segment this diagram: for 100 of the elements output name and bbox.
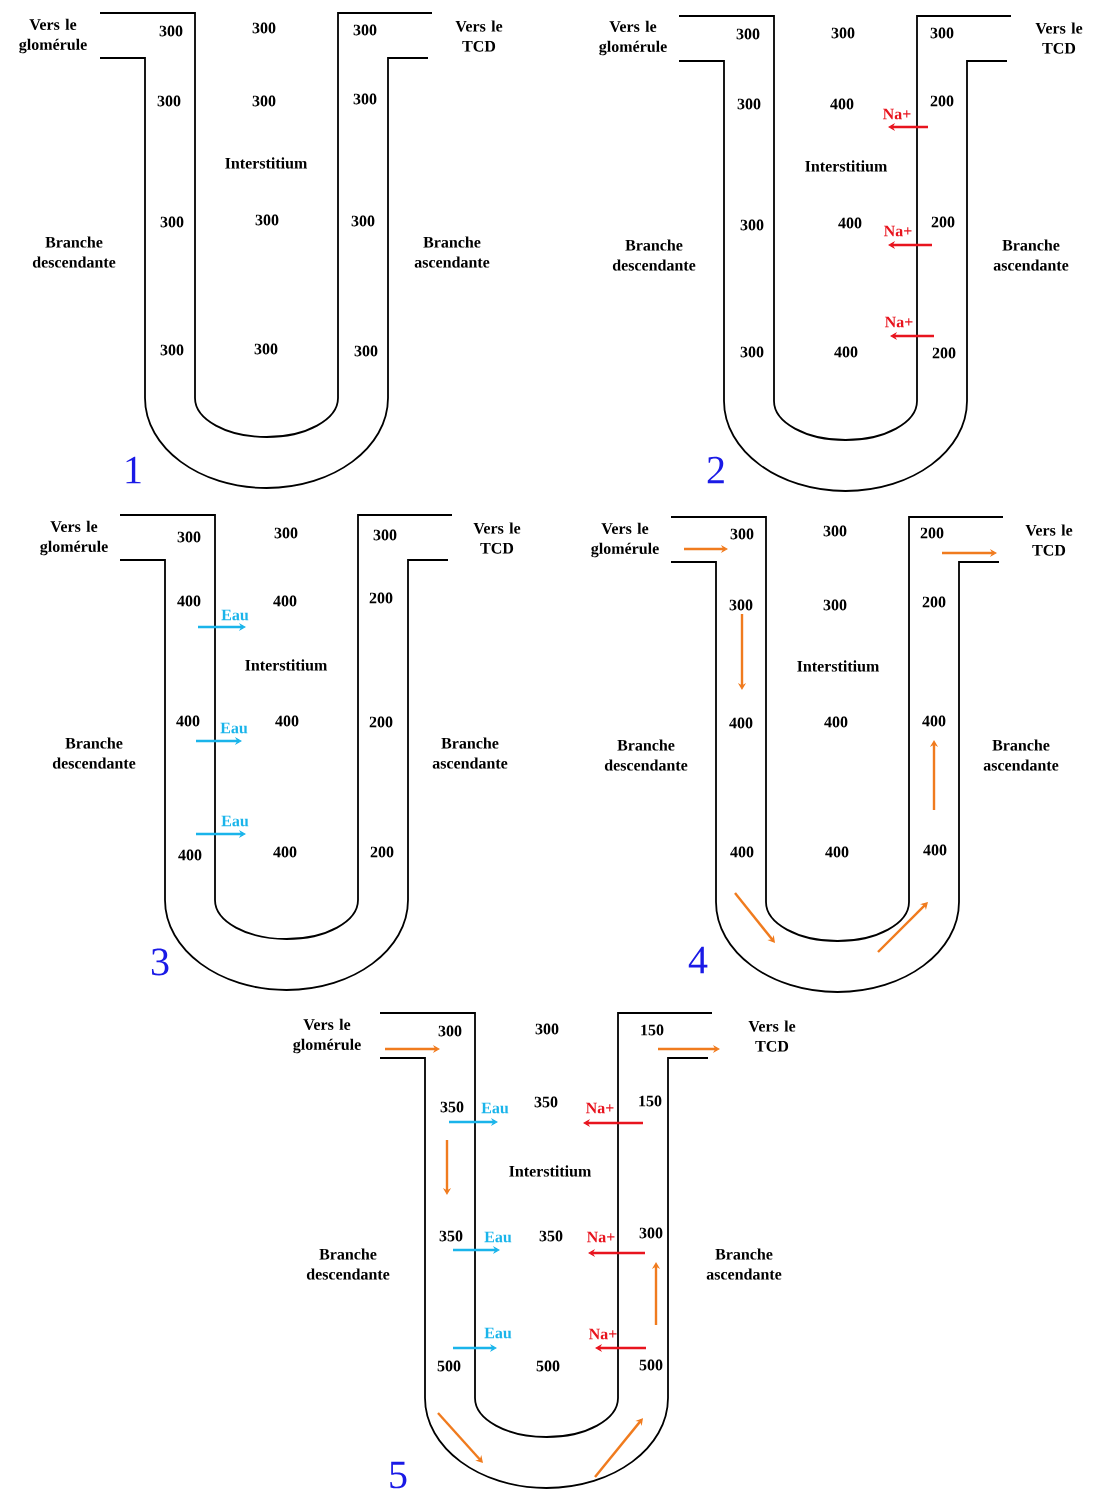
osmolarity-value: 400 <box>730 846 754 858</box>
osmolarity-value: 350 <box>440 1101 464 1113</box>
osmolarity-value: 400 <box>178 849 202 861</box>
region-label: Branche descendante <box>52 737 136 769</box>
water-label: Eau <box>481 1102 509 1114</box>
osmolarity-value: 300 <box>930 27 954 39</box>
osmolarity-value: 200 <box>920 527 944 539</box>
osmolarity-value: 200 <box>369 716 393 728</box>
osmolarity-value: 300 <box>740 219 764 231</box>
water-label: Eau <box>221 815 249 827</box>
osmolarity-value: 300 <box>729 599 753 611</box>
region-label: Vers le TCD <box>455 20 503 52</box>
osmolarity-value: 400 <box>824 716 848 728</box>
osmolarity-value: 400 <box>838 217 862 229</box>
osmolarity-value: 300 <box>639 1227 663 1239</box>
osmolarity-value: 400 <box>273 846 297 858</box>
region-label: Interstitium <box>225 157 308 169</box>
osmolarity-value: 300 <box>736 28 760 40</box>
ion-label: Na+ <box>884 316 913 328</box>
osmolarity-value: 200 <box>922 596 946 608</box>
panel-number: 2 <box>707 456 724 484</box>
panel-number: 4 <box>688 946 708 974</box>
region-label: Vers le TCD <box>1035 22 1083 54</box>
osmolarity-value: 200 <box>930 95 954 107</box>
osmolarity-value: 400 <box>275 715 299 727</box>
osmolarity-value: 400 <box>273 595 297 607</box>
region-label: Vers le glomérule <box>591 522 659 558</box>
osmolarity-value: 400 <box>834 346 858 358</box>
osmolarity-value: 300 <box>160 216 184 228</box>
osmolarity-value: 300 <box>438 1025 462 1037</box>
osmolarity-value: 300 <box>252 22 276 34</box>
panel-number: 3 <box>151 948 169 976</box>
region-label: Interstitium <box>509 1165 592 1177</box>
ion-label: Na+ <box>586 1231 615 1243</box>
osmolarity-value: 500 <box>437 1360 461 1372</box>
osmolarity-value: 400 <box>729 717 753 729</box>
osmolarity-value: 300 <box>535 1023 559 1035</box>
osmolarity-value: 400 <box>830 98 854 110</box>
osmolarity-value: 300 <box>740 346 764 358</box>
ion-label: Na+ <box>882 108 911 120</box>
osmolarity-value: 300 <box>254 343 278 355</box>
water-label: Eau <box>220 722 248 734</box>
region-label: Vers le TCD <box>1025 524 1073 556</box>
osmolarity-value: 500 <box>639 1359 663 1371</box>
region-label: Vers le TCD <box>473 522 521 554</box>
osmolarity-value: 300 <box>351 215 375 227</box>
region-label: Branche ascendante <box>706 1248 782 1280</box>
region-label: Branche ascendante <box>432 737 508 769</box>
region-label: Branche descendante <box>32 236 116 268</box>
water-label: Eau <box>484 1231 512 1243</box>
osmolarity-value: 300 <box>354 345 378 357</box>
osmolarity-value: 300 <box>274 527 298 539</box>
osmolarity-value: 350 <box>439 1230 463 1242</box>
region-label: Vers le glomérule <box>599 20 667 56</box>
osmolarity-value: 400 <box>177 595 201 607</box>
osmolarity-value: 400 <box>825 846 849 858</box>
osmolarity-value: 300 <box>255 214 279 226</box>
water-label: Eau <box>221 609 249 621</box>
osmolarity-value: 400 <box>922 715 946 727</box>
region-label: Branche ascendante <box>983 739 1059 771</box>
water-label: Eau <box>484 1327 512 1339</box>
osmolarity-value: 150 <box>641 1024 664 1036</box>
osmolarity-value: 350 <box>534 1096 558 1108</box>
panel-number: 1 <box>126 456 141 484</box>
osmolarity-value: 350 <box>539 1230 563 1242</box>
ion-label: Na+ <box>588 1328 617 1340</box>
ion-label: Na+ <box>883 225 912 237</box>
osmolarity-value: 500 <box>536 1360 560 1372</box>
osmolarity-value: 300 <box>737 98 761 110</box>
region-label: Interstitium <box>805 160 888 172</box>
osmolarity-value: 300 <box>160 344 184 356</box>
osmolarity-value: 400 <box>176 715 200 727</box>
osmolarity-value: 300 <box>373 529 397 541</box>
region-label: Branche ascendante <box>993 239 1069 271</box>
panel-number: 5 <box>390 1461 407 1489</box>
osmolarity-value: 200 <box>931 216 955 228</box>
osmolarity-value: 200 <box>369 592 393 604</box>
osmolarity-value: 400 <box>923 844 947 856</box>
osmolarity-value: 300 <box>159 25 183 37</box>
osmolarity-value: 200 <box>370 846 394 858</box>
osmolarity-value: 300 <box>177 531 201 543</box>
osmolarity-value: 300 <box>353 93 377 105</box>
region-label: Vers le TCD <box>748 1020 796 1052</box>
osmolarity-value: 150 <box>639 1095 662 1107</box>
osmolarity-value: 300 <box>831 27 855 39</box>
osmolarity-value: 300 <box>157 95 181 107</box>
osmolarity-value: 300 <box>823 599 847 611</box>
osmolarity-value: 300 <box>252 95 276 107</box>
region-label: Vers le glomérule <box>19 18 87 54</box>
region-label: Branche descendante <box>612 239 696 271</box>
osmolarity-value: 200 <box>932 347 956 359</box>
region-label: Branche descendante <box>306 1248 390 1280</box>
region-label: Vers le glomérule <box>293 1018 361 1054</box>
osmolarity-value: 300 <box>823 525 847 537</box>
region-label: Interstitium <box>245 659 328 671</box>
ion-label: Na+ <box>585 1102 614 1114</box>
region-label: Branche ascendante <box>414 236 490 268</box>
region-label: Branche descendante <box>604 739 688 771</box>
osmolarity-value: 300 <box>353 24 377 36</box>
osmolarity-value: 300 <box>730 528 754 540</box>
